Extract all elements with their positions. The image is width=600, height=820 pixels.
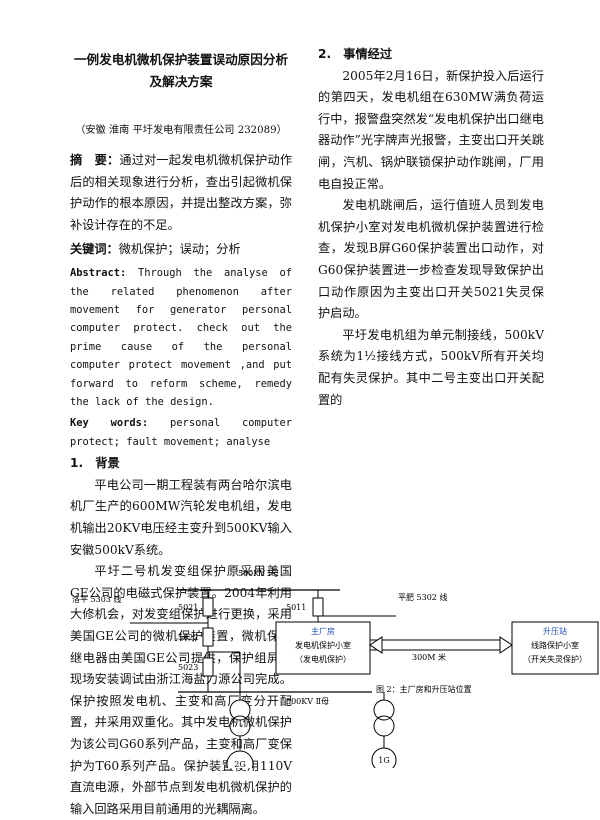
abstract-en: Abstract: Through the analyse of the rel… [70,264,292,411]
line-right-label: 平肥 5302 线 [398,592,447,602]
generator-right-icon [371,747,397,768]
section2-heading: 2. 事情经过 [318,47,393,61]
section1-heading: 1. 背景 [70,456,120,471]
substation-diagram: 500KV Ⅰ母 500KV Ⅱ母 5021 5022 5023 洛平 5303… [72,569,599,768]
transformer-left-icon [229,699,251,750]
section2-paragraph2: 发电机跳闸后，运行值班人员到发电机保护小室对发电机微机保护装置进行检查，发现B屏… [318,198,544,321]
breaker-5011 [312,597,324,617]
keywords-en-text: personal computer protect; fault movemen… [70,417,292,448]
breaker-5021-label: 5021 [178,603,198,612]
abstract-cn-text: 通过对一起发电机微机保护动作后的相关现象进行分析，查出引起微机保护动作的根本原因… [70,153,293,232]
paper-title-line1: 一例发电机微机保护装置误动原因分析 [73,52,289,67]
transformer-right-icon [373,692,395,748]
breaker-5022 [202,627,214,647]
bus2-label: 500KV Ⅱ母 [286,697,329,706]
line-left-label: 洛平 5303 线 [72,594,121,604]
paper-title-line2: 及解决方案 [149,74,213,89]
keywords-en: Key words: personal computer protect; fa… [70,414,292,451]
substation-box [511,621,599,675]
bus1-label: 500KV Ⅰ母 [238,569,279,578]
section2-paragraph1: 2005年2月16日，新保护投入后运行的第四天，发电机组在630MW满负荷运行中… [318,68,544,191]
keywords-en-label: Key words: [70,417,149,430]
figure-caption: 图 2：主厂房和升压站位置 [376,684,472,694]
generator-left-label: 2G [234,760,245,768]
box1-line1: 发电机保护小室 [295,640,351,650]
breaker-5023 [202,657,214,677]
arrow-right-icon [499,636,513,654]
breaker-5022-label: 5022 [178,633,198,642]
keywords-cn-label: 关键词： [70,241,119,256]
distance-label: 300M 米 [412,652,446,662]
box2-title: 升压站 [543,626,567,636]
breaker-5011-label: 5011 [286,603,306,612]
arrow-left-icon [369,636,383,654]
abstract-en-label: Abstract: [70,267,127,280]
box1-title: 主厂房 [311,626,335,636]
abstract-en-text: Through the analyse of the related pheno… [70,267,292,408]
section2-paragraph3: 平圩发电机组为单元制接线，500kV系统为1½接线方式，500kV所有开关均配有… [318,327,544,407]
breaker-5021 [202,597,214,617]
box1-line2: （发电机保护） [295,654,351,664]
breaker-5023-label: 5023 [178,663,198,672]
keywords-cn: 关键词：微机保护；误动；分析 [70,239,292,261]
section1-paragraph1: 平电公司一期工程装有两台哈尔滨电机厂生产的600MW汽轮发电机组，发电机输出20… [70,477,292,557]
box2-line2: （开关失灵保护） [523,654,587,664]
right-column: 2. 事情经过 2005年2月16日，新保护投入后运行的第四天，发电机组在630… [318,42,544,411]
main-building-box [275,621,371,675]
keywords-cn-text: 微机保护；误动；分析 [118,241,241,256]
abstract-cn-label: 摘 要： [70,153,120,168]
generator-left-icon [226,750,254,768]
box2-line1: 线路保护小室 [531,640,579,650]
affiliation: （安徽 淮南 平圩发电有限责任公司 232089） [75,125,287,136]
abstract-cn: 摘 要：通过对一起发电机微机保护动作后的相关现象进行分析，查出引起微机保护动作的… [70,150,292,236]
generator-right-label: 1G [378,756,389,765]
